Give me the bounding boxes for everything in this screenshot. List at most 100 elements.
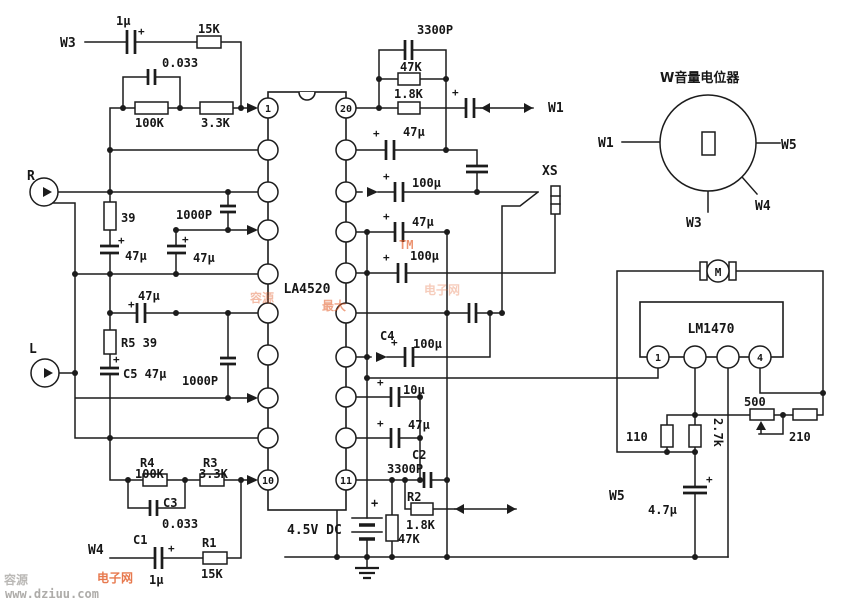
terminal-w3-label: W3 <box>60 36 76 51</box>
cap-1000p-label: 1000P <box>182 374 218 388</box>
terminal-w4-label: W4 <box>88 543 104 558</box>
polarity-plus: + <box>377 417 384 430</box>
polarity-plus: + <box>383 210 390 223</box>
ref-c1-label: C1 <box>133 533 147 547</box>
polarity-plus: + <box>452 86 459 99</box>
watermark-tm: TM <box>399 238 413 252</box>
resistors <box>103 35 818 565</box>
arrow-into-pin4 <box>247 225 258 235</box>
arrow-out-pin14 <box>376 352 387 362</box>
ref-c2-label: C2 <box>412 448 426 462</box>
polarity-plus: + <box>373 127 380 140</box>
jack-r-input <box>29 177 59 207</box>
resistor-15k-top <box>196 35 222 49</box>
resistor-1k8-label: 1.8K <box>406 518 436 532</box>
motor-symbol <box>699 259 737 283</box>
pin-20-number: 20 <box>340 104 352 115</box>
potentiometer-title: W音量电位器 <box>660 70 740 86</box>
watermark-bottom-left: 容源 电子网 www.dziuu.com <box>3 570 133 600</box>
junction-dots <box>72 76 826 560</box>
pin-10-number: 10 <box>262 476 274 487</box>
resistor-100k-label: 100K <box>135 467 165 481</box>
wires-potentiometer-diagram <box>621 141 781 213</box>
battery-symbol <box>351 517 383 541</box>
cap-c5-label: C5 47μ <box>123 367 166 381</box>
cap-033-label: 0.033 <box>162 517 198 531</box>
cap-47u-label: 47μ <box>138 289 160 303</box>
resistor-100k-label: 100K <box>135 116 165 130</box>
input-l-label: L <box>29 342 37 357</box>
arrow-into-pin1 <box>247 103 258 113</box>
resistor-1k8-top <box>397 101 421 115</box>
watermark-site-cn2: 电子网 <box>97 570 133 585</box>
ref-r3-label: R3 <box>203 456 217 470</box>
resistor-3k3-label: 3.3K <box>201 116 231 130</box>
polarity-plus: + <box>371 496 378 510</box>
resistor-210-label: 210 <box>789 430 811 444</box>
polarity-plus: + <box>118 234 125 247</box>
cap-1u-label: 1μ <box>149 573 163 587</box>
jack-xs <box>550 185 561 215</box>
resistor-47k-bottom <box>385 514 399 542</box>
volume-potentiometer-drawing <box>659 94 757 192</box>
resistor-r1-15k <box>202 551 228 565</box>
resistor-r2-1k8 <box>410 502 434 516</box>
ref-r1-label: R1 <box>202 536 216 550</box>
resistor-r4-100k <box>142 473 168 487</box>
polarity-plus: + <box>168 542 175 555</box>
polarity-plus: + <box>391 336 398 349</box>
resistor-47k-top <box>397 72 421 86</box>
polarity-plus: + <box>113 353 120 366</box>
input-r-label: R <box>27 169 35 184</box>
watermark-url: www.dziuu.com <box>5 587 99 600</box>
resistor-110-label: 110 <box>626 430 648 444</box>
polarity-plus: + <box>706 473 713 486</box>
watermark-site-cn: 容源 <box>3 572 28 587</box>
terminal-w5-label: W5 <box>609 489 625 504</box>
cap-1000p-label: 1000P <box>176 208 212 222</box>
arrow-w5-right <box>507 504 516 514</box>
resistor-15k-label: 15K <box>198 22 220 36</box>
pin-1-number: 1 <box>265 104 271 115</box>
terminal-w1-label: W1 <box>548 101 564 116</box>
ref-r4-label: R4 <box>140 456 154 470</box>
ic-notch <box>298 91 316 101</box>
pot-terminal-w3: W3 <box>686 216 702 231</box>
watermark-center: 容源 电子网 最大 TM <box>249 238 460 313</box>
cap-4u7-label: 4.7μ <box>648 503 677 517</box>
polarity-plus: + <box>182 233 189 246</box>
resistor-47k-label: 47K <box>400 60 422 74</box>
resistor-39-label: 39 <box>121 211 135 225</box>
resistor-3k3-top <box>199 101 234 115</box>
arrow-pot-wiper <box>756 421 766 430</box>
cap-3300p-label: 3300P <box>387 462 423 476</box>
lm1470-pin-1-number: 1 <box>655 353 661 364</box>
pot-terminal-w4: W4 <box>755 199 771 214</box>
signal-arrows <box>247 103 766 514</box>
labels: W3 1μ + 15K 0.033 100K 3.3K R 39 + 47μ 1… <box>27 14 811 587</box>
arrow-w1-left <box>481 103 490 113</box>
cap-47u-label: 47μ <box>403 125 425 139</box>
arrow-into-pin8 <box>247 393 258 403</box>
ic-la4520-body <box>267 91 347 511</box>
polarity-plus: + <box>383 251 390 264</box>
resistor-100k-top <box>134 101 169 115</box>
resistor-39 <box>103 201 117 231</box>
cap-033-label: 0.033 <box>162 56 198 70</box>
pot-terminal-w1: W1 <box>598 136 614 151</box>
resistor-47k-label: 47K <box>398 532 420 546</box>
pot-500-label: 500 <box>744 395 766 409</box>
cap-1u-label: 1μ <box>116 14 130 28</box>
watermark-max-text: 最大 <box>322 298 346 313</box>
cap-47u-label: 47μ <box>412 215 434 229</box>
wires-left-section <box>31 41 259 559</box>
arrow-out-pin18 <box>367 187 378 197</box>
ic-pins <box>257 97 772 491</box>
lm1470-pin-4-number: 4 <box>757 353 763 364</box>
wires-right-section <box>284 49 729 569</box>
motor-m-label: M <box>715 266 722 279</box>
capacitor-plates <box>100 30 707 569</box>
ground-symbol <box>355 566 379 580</box>
